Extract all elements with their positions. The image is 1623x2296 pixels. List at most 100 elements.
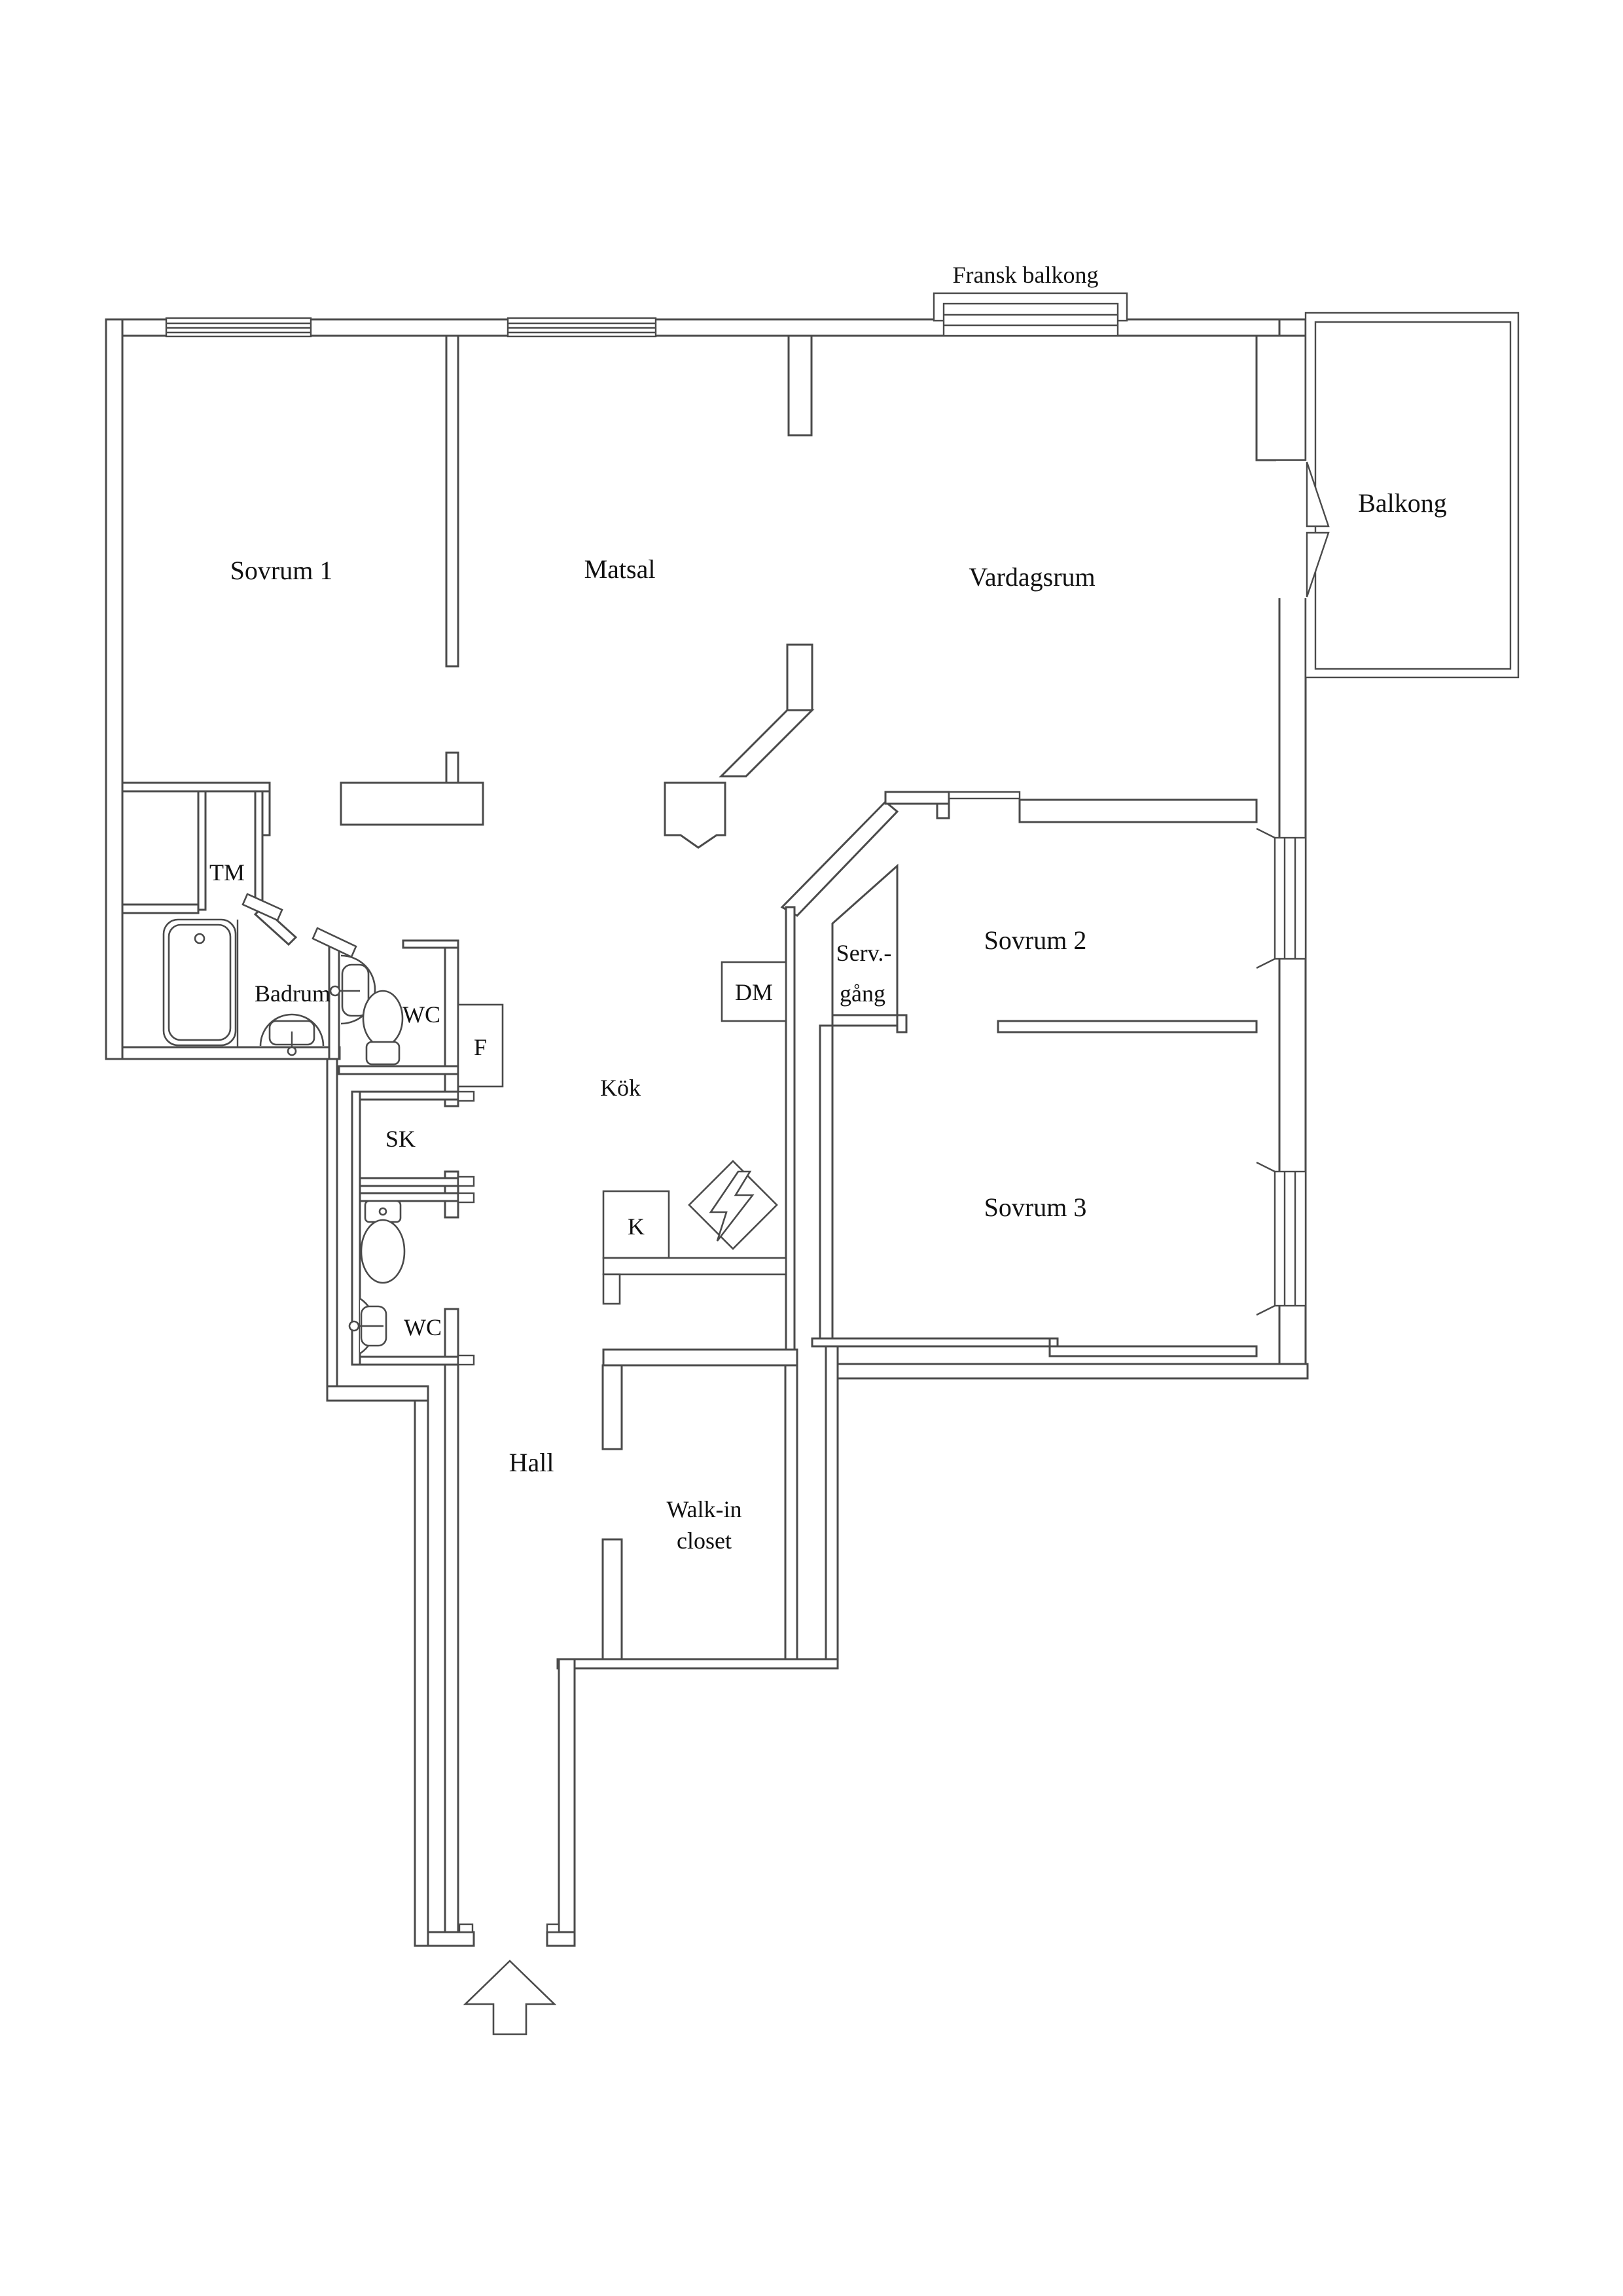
label-kok: Kök — [600, 1075, 641, 1101]
french-balcony — [933, 292, 1128, 337]
wall — [601, 1538, 623, 1660]
label-badrum: Badrum — [255, 980, 330, 1007]
wall — [254, 790, 264, 911]
dishwasher-box — [721, 961, 787, 1022]
door-jamb — [457, 1090, 475, 1102]
sovrum3-window — [1256, 1161, 1307, 1316]
diagonal-wall — [719, 709, 815, 778]
window — [1274, 836, 1307, 960]
label-tm: TM — [209, 859, 245, 886]
wc-lower-sink-icon — [348, 1297, 387, 1355]
french-balcony-door — [942, 302, 1119, 337]
wall — [997, 1020, 1258, 1033]
wall — [1048, 1345, 1258, 1357]
wall — [444, 939, 459, 1107]
label-vardagsrum: Vardagsrum — [969, 562, 1095, 592]
sovrum2-window — [1256, 827, 1307, 969]
wall — [351, 1177, 459, 1187]
wall — [444, 1308, 459, 1947]
wall — [896, 1014, 908, 1033]
label-f: F — [474, 1034, 487, 1060]
wall — [328, 940, 340, 1060]
wall — [819, 1024, 834, 1348]
wall — [936, 802, 950, 819]
label-k: K — [628, 1213, 645, 1240]
wall — [556, 1658, 839, 1670]
wall — [601, 1364, 623, 1450]
wall — [351, 1090, 459, 1101]
wall — [825, 1345, 839, 1670]
label-servgang-1: Serv.- — [836, 940, 892, 966]
wall — [558, 1658, 576, 1947]
opening-lintel — [948, 791, 1021, 800]
door-jamb — [457, 1192, 475, 1204]
kitchen-counter — [602, 1190, 787, 1305]
matsal-window — [507, 317, 657, 338]
wall — [445, 334, 459, 668]
interior-walls — [121, 334, 1258, 1366]
wall — [884, 791, 950, 805]
wall — [786, 643, 813, 711]
labels: Fransk balkong Sovrum 1 Matsal Vardagsru… — [209, 262, 1447, 1554]
servgang-walls — [831, 863, 899, 1016]
wall — [402, 939, 459, 949]
wall — [105, 318, 124, 1060]
badrum-door-leaf — [241, 893, 283, 922]
notched-wall-block — [664, 781, 726, 849]
wall — [1018, 798, 1258, 823]
balcony-railing — [1314, 321, 1512, 670]
door-jamb — [457, 1354, 475, 1366]
door-jamb — [546, 1923, 560, 1933]
label-sovrum1: Sovrum 1 — [230, 556, 333, 585]
balcony-door-leaf — [1306, 461, 1330, 528]
label-matsal: Matsal — [584, 554, 656, 584]
label-sovrum2: Sovrum 2 — [984, 925, 1087, 955]
wall — [121, 781, 271, 793]
wall — [825, 1363, 1309, 1380]
label-fransk-balkong: Fransk balkong — [953, 262, 1099, 288]
wall — [414, 1399, 429, 1947]
label-wc-upper: WC — [402, 1001, 440, 1028]
wc-lower-toilet-icon — [360, 1200, 406, 1284]
balcony-door-leaf — [1306, 531, 1330, 598]
wc-upper-sink-icon — [329, 954, 376, 1025]
balcony — [1276, 312, 1520, 679]
balcony-door-opening — [1276, 461, 1307, 598]
sovrum1-window — [165, 317, 312, 338]
wall — [785, 906, 796, 1351]
badrum-sink-icon — [259, 1013, 325, 1056]
wall — [602, 1348, 798, 1367]
wall — [351, 1355, 459, 1366]
label-walkin-2: closet — [677, 1528, 732, 1554]
wall — [121, 903, 200, 914]
entrance-arrow-icon — [463, 1960, 557, 2036]
wall — [1255, 334, 1307, 461]
wall — [784, 1363, 798, 1660]
stove-icon — [688, 1160, 778, 1250]
label-sovrum3: Sovrum 3 — [984, 1193, 1087, 1222]
wall — [351, 1090, 361, 1366]
window — [1274, 1170, 1307, 1307]
wall — [121, 1046, 341, 1060]
label-walkin-1: Walk-in — [666, 1496, 741, 1522]
fixtures — [162, 893, 787, 2036]
wall — [787, 334, 813, 437]
fridge-box — [457, 1003, 504, 1088]
bathtub-icon — [162, 918, 239, 1047]
label-wc-lower: WC — [404, 1314, 442, 1340]
wall — [351, 1192, 459, 1202]
door-jamb — [457, 1175, 475, 1187]
wall — [811, 1337, 1051, 1348]
door-jamb — [458, 1923, 474, 1933]
label-servgang-2: gång — [840, 980, 885, 1007]
wall — [340, 781, 484, 826]
wall — [831, 1014, 908, 1027]
label-dm: DM — [735, 979, 773, 1005]
wall — [326, 1385, 429, 1402]
wall — [197, 790, 207, 911]
entrance-wall — [546, 1931, 576, 1947]
diagonal-wall — [780, 800, 899, 917]
windows — [165, 292, 1520, 1316]
